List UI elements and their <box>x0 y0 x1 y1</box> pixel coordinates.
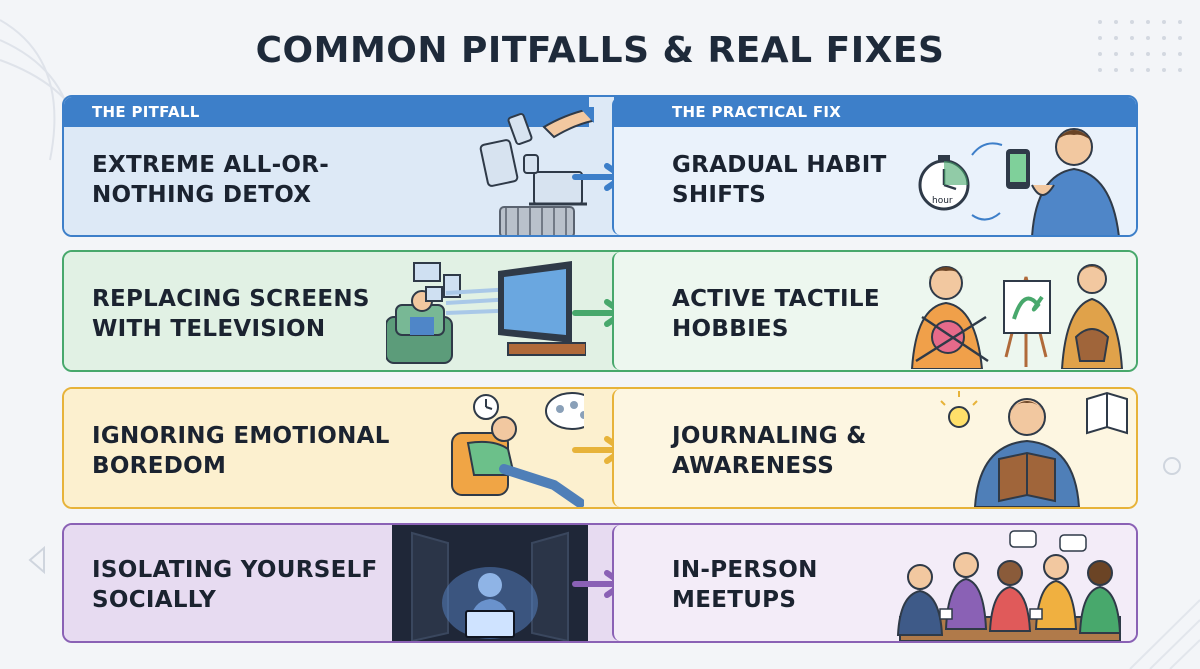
fix-label: ACTIVE TACTILE HOBBIES <box>672 286 880 342</box>
pitfall-label: EXTREME ALL-OR-NOTHING DETOX <box>92 152 330 208</box>
stopwatch-label: hour <box>932 196 953 206</box>
fix-label: JOURNALING & AWARENESS <box>672 423 867 479</box>
fix-panel: THE PRACTICAL FIX GRADUAL HABIT SHIFTS h… <box>612 97 1136 235</box>
pitfall-panel: REPLACING SCREENS WITH TELEVISION <box>64 252 589 370</box>
person-watching-tv-icon <box>386 261 586 364</box>
pitfall-label: ISOLATING YOURSELF SOCIALLY <box>92 557 378 613</box>
fix-label: GRADUAL HABIT SHIFTS <box>672 152 887 208</box>
fix-panel: ACTIVE TACTILE HOBBIES <box>612 252 1136 370</box>
pitfall-header: THE PITFALL <box>64 97 589 127</box>
pitfall-panel: ISOLATING YOURSELF SOCIALLY <box>64 525 589 641</box>
fix-panel: IN-PERSON MEETUPS <box>612 525 1136 641</box>
knitting-painting-pottery-icon <box>910 264 1124 369</box>
dot-grid-top-right <box>1098 20 1182 72</box>
pitfall-panel: THE PITFALL EXTREME ALL-OR-NOTHING DETOX <box>64 97 594 235</box>
bored-person-chair-icon <box>451 392 584 507</box>
pitfall-panel: IGNORING EMOTIONAL BOREDOM <box>64 389 589 507</box>
page-title: COMMON PITFALLS & REAL FIXES <box>255 30 945 71</box>
pitfall-label: IGNORING EMOTIONAL BOREDOM <box>92 423 390 479</box>
isolated-person-dark-room-icon <box>392 525 588 641</box>
person-journaling-icon <box>940 391 1128 507</box>
row-isolation: ISOLATING YOURSELF SOCIALLY IN-PERSON ME… <box>62 523 1138 643</box>
row-boredom: IGNORING EMOTIONAL BOREDOM JOURNALING & … <box>62 387 1138 509</box>
fix-header: THE PRACTICAL FIX <box>614 97 1136 127</box>
row-detox: THE PITFALL EXTREME ALL-OR-NOTHING DETOX… <box>62 95 1138 237</box>
fix-panel: JOURNALING & AWARENESS <box>612 389 1136 507</box>
row-television: REPLACING SCREENS WITH TELEVISION ACTIVE… <box>62 250 1138 372</box>
pitfall-label: REPLACING SCREENS WITH TELEVISION <box>92 286 370 342</box>
discarded-devices-trash-icon <box>479 107 594 235</box>
fix-label: IN-PERSON MEETUPS <box>672 557 818 613</box>
friends-meetup-icon <box>896 530 1122 641</box>
stopwatch-person-phone-icon: hour <box>918 128 1120 235</box>
